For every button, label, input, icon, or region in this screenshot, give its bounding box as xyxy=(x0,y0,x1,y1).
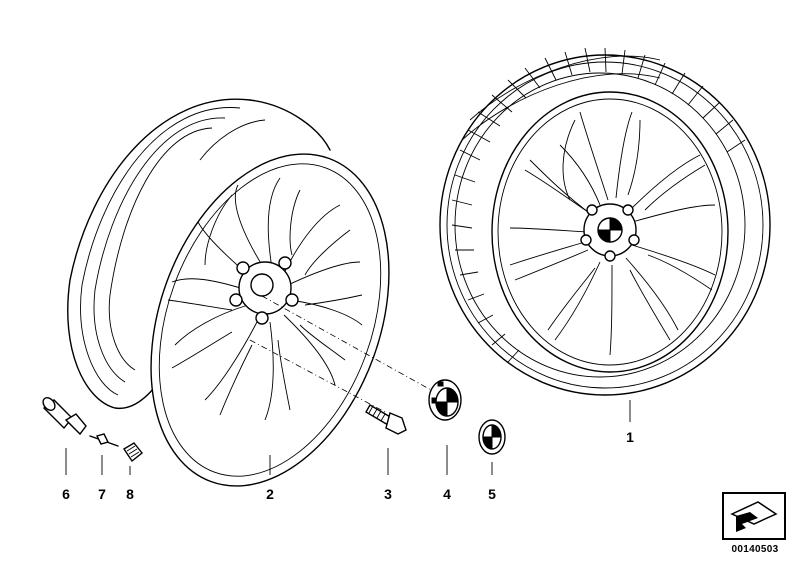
part-label-4[interactable]: 4 xyxy=(443,486,451,502)
part-label-8[interactable]: 8 xyxy=(126,486,134,502)
nav-arrow-button[interactable] xyxy=(722,492,786,540)
hub-cap-illustration[interactable] xyxy=(428,379,462,421)
complete-wheel-illustration[interactable] xyxy=(439,47,771,396)
valve-insert-illustration[interactable] xyxy=(89,433,119,447)
wheel-bolt-illustration[interactable] xyxy=(365,404,407,435)
rim-illustration[interactable] xyxy=(67,98,432,519)
part-label-2[interactable]: 2 xyxy=(266,486,274,502)
emblem-illustration[interactable] xyxy=(478,419,506,455)
diagram-id: 00140503 xyxy=(731,544,779,555)
part-label-7[interactable]: 7 xyxy=(98,486,106,502)
part-label-1[interactable]: 1 xyxy=(626,429,634,445)
valve-cap-illustration[interactable] xyxy=(123,442,143,463)
part-label-3[interactable]: 3 xyxy=(384,486,392,502)
leader-lines xyxy=(65,400,631,475)
part-label-6[interactable]: 6 xyxy=(62,486,70,502)
valve-illustration[interactable] xyxy=(41,395,87,436)
arrow-icon xyxy=(730,501,778,532)
part-label-5[interactable]: 5 xyxy=(488,486,496,502)
